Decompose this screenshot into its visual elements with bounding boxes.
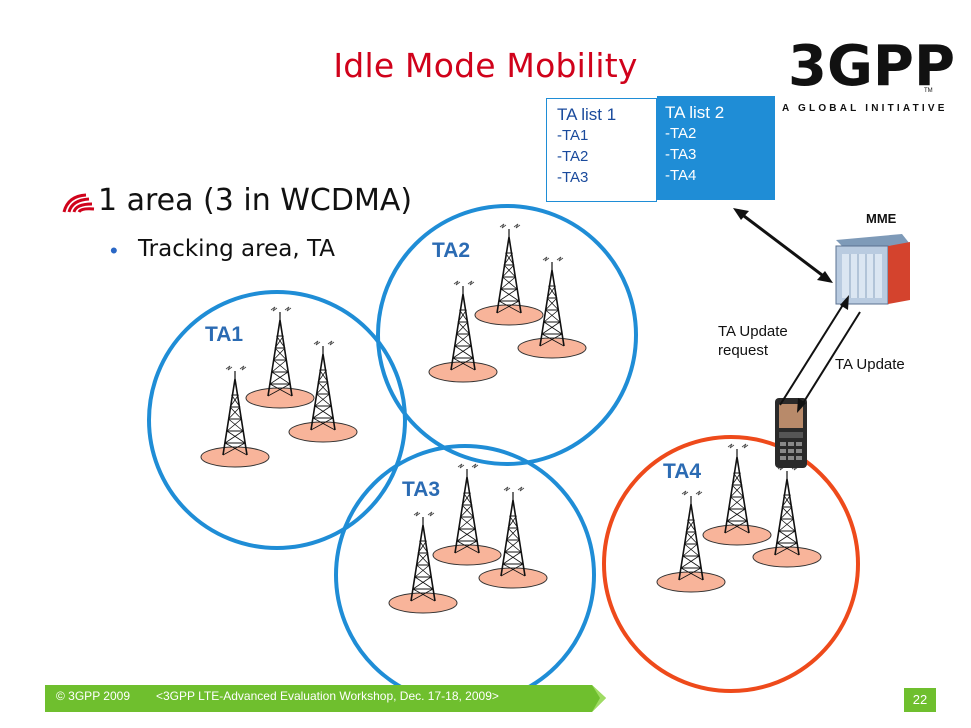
logo-brand-text: 3GPP	[788, 34, 955, 99]
signaling-arrows	[733, 208, 861, 413]
ta1-label: TA1	[205, 323, 244, 346]
ta-update-request-label: TA Update request	[718, 322, 788, 360]
ta-list-1-item: -TA3	[557, 169, 589, 186]
base-station-icon	[478, 486, 548, 589]
bullet-swirl-icon	[62, 193, 95, 213]
ta-list-2-item: -TA3	[665, 146, 697, 163]
ta-update-request-line: request	[718, 342, 769, 359]
mobile-phone-icon	[775, 398, 807, 468]
bullet-text: 1 area (3 in WCDMA)	[98, 183, 413, 218]
sub-bullet-text: Tracking area, TA	[138, 236, 335, 262]
ta2-label: TA2	[432, 239, 471, 262]
sub-bullet-dot: •	[110, 238, 118, 263]
ta-list-1-item: -TA2	[557, 148, 589, 165]
page-title: Idle Mode Mobility	[333, 46, 638, 85]
ta1-circle	[147, 290, 407, 550]
ta-list-2-item: -TA4	[665, 167, 697, 184]
ta-update-label: TA Update	[835, 356, 905, 373]
ta3-label: TA3	[402, 478, 441, 501]
base-station-icon	[245, 306, 315, 409]
logo-tagline: A GLOBAL INITIATIVE	[782, 103, 948, 114]
base-station-icon	[432, 463, 502, 566]
ta-list-1-item: -TA1	[557, 127, 589, 144]
base-station-icon	[752, 465, 822, 568]
ta4-label: TA4	[663, 460, 702, 483]
mme-server-icon	[835, 234, 910, 305]
ta-list-2-box: TA list 2 -TA2 -TA3 -TA4	[657, 96, 775, 200]
page-number: 22	[904, 688, 936, 712]
ta-list-2-header: TA list 2	[665, 103, 725, 122]
base-station-icon	[702, 443, 772, 546]
3gpp-logo: 3GPP TM	[788, 34, 955, 99]
ta-list-1-box: TA list 1 -TA1 -TA2 -TA3	[546, 98, 657, 202]
footer-bar	[45, 685, 606, 712]
base-station-icon	[200, 365, 270, 468]
base-station-icon	[428, 280, 498, 383]
ta-update-request-line: TA Update	[718, 323, 788, 340]
ta-list-2-item: -TA2	[665, 125, 697, 142]
ta4-circle	[602, 435, 860, 693]
logo-tm-text: TM	[924, 88, 933, 94]
base-station-icon	[474, 223, 544, 326]
ta2-circle	[376, 204, 638, 466]
mme-label: MME	[866, 211, 897, 226]
footer-copyright: © 3GPP 2009	[56, 689, 131, 703]
ta-list-1-header: TA list 1	[557, 105, 617, 124]
footer-workshop: <3GPP LTE-Advanced Evaluation Workshop, …	[156, 689, 499, 703]
